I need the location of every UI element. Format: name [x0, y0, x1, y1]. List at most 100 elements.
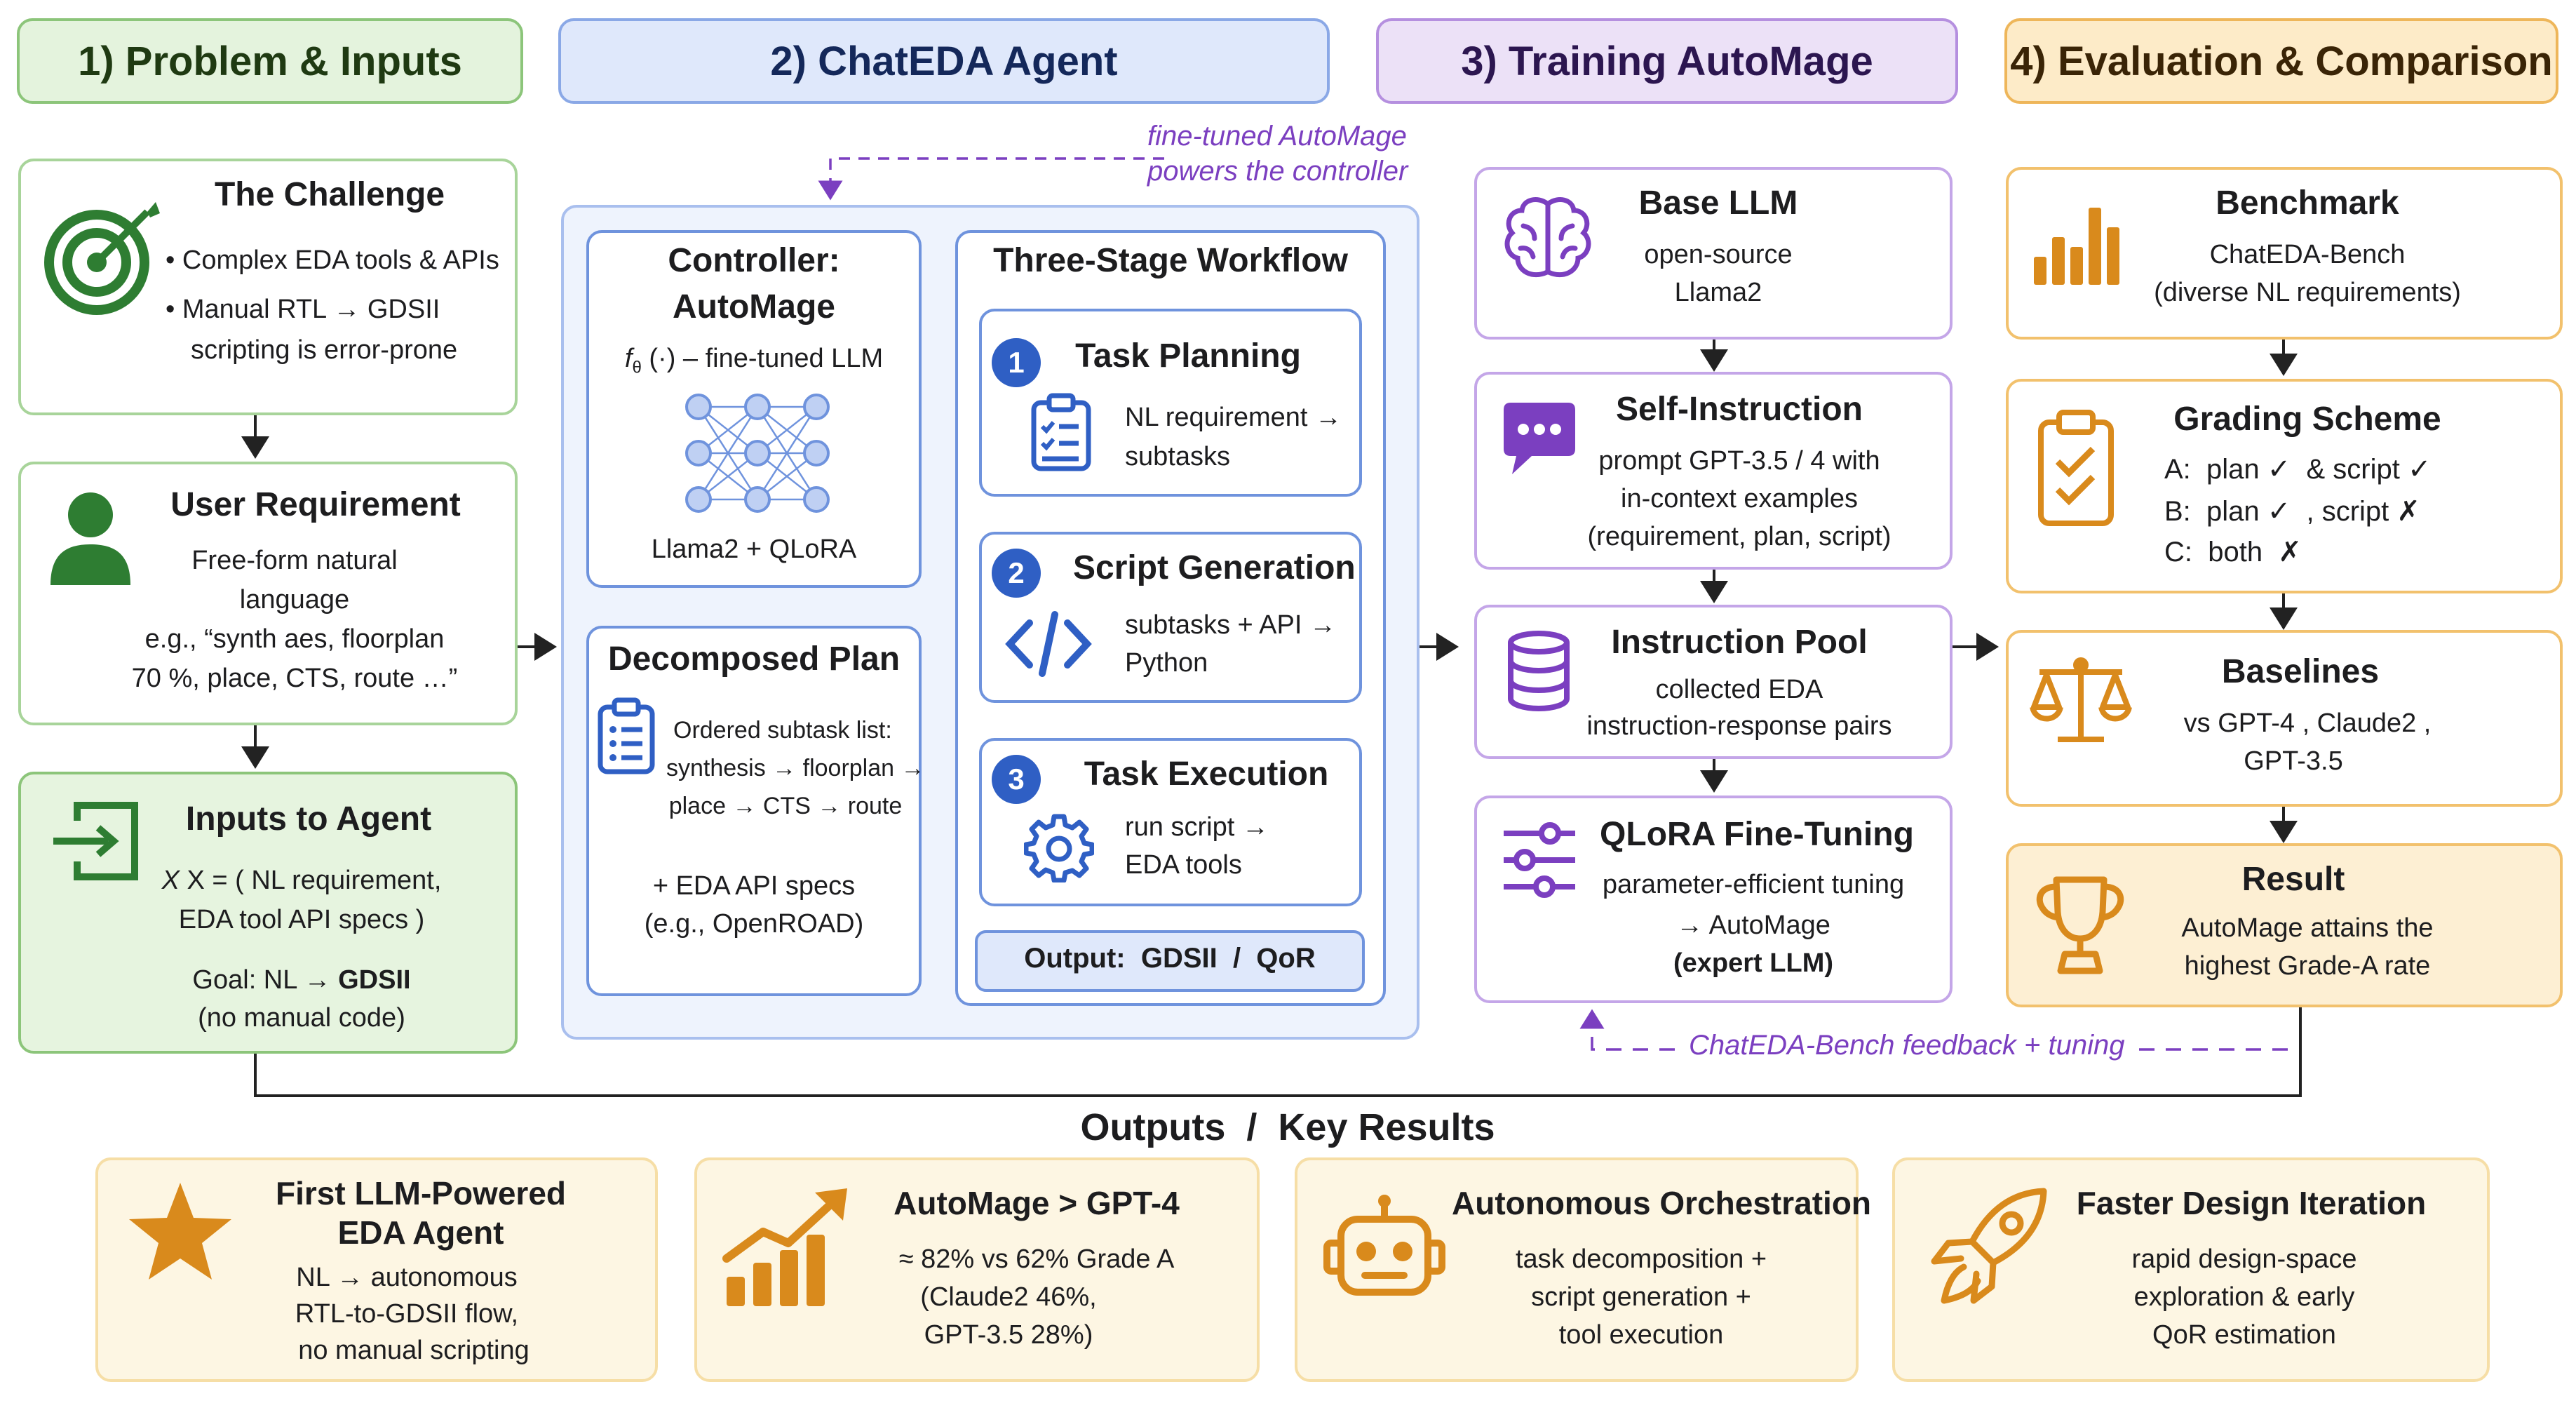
output-3-line-3: tool execution [1558, 1320, 1724, 1350]
plan-title: Decomposed Plan [607, 640, 901, 678]
stage-2-title: Script Generation [1073, 549, 1356, 586]
pool-line-1: collected EDA [1655, 675, 1823, 704]
controller-title-2: AutoMage [673, 288, 835, 325]
controller-formula: fθ (·) – fine-tuned LLM [624, 344, 884, 377]
plan-line-4: + EDA API specs [652, 871, 856, 901]
output-1-line-1: NL → autonomous [296, 1263, 518, 1292]
challenge-title: The Challenge [214, 176, 445, 213]
stage-2-line-1: subtasks + API → [1125, 610, 1336, 640]
controller-title-1: Controller: [668, 242, 840, 279]
self-line-1: prompt GPT-3.5 / 4 with [1598, 446, 1880, 476]
stage-2-badge: 2 [992, 549, 1041, 598]
grade-b: B: plan ✓ , script ✗ [2164, 496, 2420, 527]
bar-chart-icon [2034, 208, 2119, 285]
self-line-3: (requirement, plan, script) [1587, 522, 1891, 551]
grade-a: A: plan ✓ & script ✓ [2164, 454, 2432, 485]
rocket-icon [1931, 1188, 2047, 1304]
user-line-2: language [239, 585, 350, 615]
benchmark-title: Benchmark [2216, 184, 2399, 222]
workflow-title: Three-Stage Workflow [993, 242, 1348, 279]
output-1-line-2: RTL-to-GDSII flow, [295, 1299, 519, 1329]
instruction-pool-title: Instruction Pool [1611, 624, 1868, 661]
trophy-icon [2036, 876, 2124, 974]
stage-1-line-2: subtasks [1125, 442, 1230, 471]
controller-footer: Llama2 + QLoRA [651, 535, 857, 564]
plan-line-1: Ordered subtask list: [673, 717, 892, 744]
inputs-card [18, 772, 518, 1054]
feedback-label: ChatEDA-Bench feedback + tuning [1680, 1030, 2133, 1061]
result-line-2: highest Grade-A rate [2184, 951, 2431, 981]
stage-1-title: Task Planning [1075, 337, 1301, 375]
stage-3-badge: 3 [992, 755, 1041, 804]
challenge-bullet-2: • Manual RTL → GDSII [166, 295, 440, 324]
output-card-1 [95, 1157, 658, 1382]
header-training-automage: 3) Training AutoMage [1376, 18, 1958, 104]
benchmark-line-1: ChatEDA-Bench [2209, 240, 2406, 269]
growth-chart-icon [722, 1188, 847, 1306]
output-2-line-3: GPT-3.5 28%) [924, 1320, 1093, 1350]
header-problem-inputs: 1) Problem & Inputs [17, 18, 523, 104]
star-icon [129, 1183, 231, 1280]
plan-line-5: (e.g., OpenROAD) [644, 909, 864, 939]
clipboard-grading-icon [2038, 410, 2114, 526]
output-2-title: AutoMage > GPT-4 [893, 1185, 1180, 1221]
base-llm-line-2: Llama2 [1674, 278, 1762, 307]
input-icon [53, 802, 138, 880]
loop-label-2: powers the controller [1147, 156, 1408, 187]
stage-3-line-1: run script → [1125, 812, 1269, 842]
inputs-line-2: EDA tool API specs ) [178, 905, 425, 934]
inputs-line-1: X X = ( NL requirement, [161, 866, 442, 895]
challenge-bullet-2-cont: scripting is error-prone [191, 335, 458, 365]
chat-bubble-icon [1504, 403, 1575, 474]
self-line-2: in-context examples [1621, 484, 1858, 513]
outputs-title: Outputs / Key Results [1080, 1106, 1495, 1148]
scales-icon [2030, 657, 2132, 742]
qlora-line-1: parameter-efficient tuning [1602, 870, 1905, 899]
user-line-3: e.g., “synth aes, floorplan [144, 624, 445, 654]
checklist-icon [598, 697, 655, 774]
inputs-goal: Goal: NL → GDSII [192, 965, 411, 995]
output-1-line-3: no manual scripting [298, 1336, 530, 1365]
plan-line-2: synthesis → floorplan → [666, 755, 925, 781]
clipboard-check-icon [1031, 393, 1091, 471]
output-1-title-2: EDA Agent [337, 1214, 504, 1251]
qlora-title: QLoRA Fine-Tuning [1600, 816, 1914, 853]
output-4-line-3: QoR estimation [2152, 1320, 2336, 1350]
challenge-bullet-1: • Complex EDA tools & APIs [166, 246, 499, 275]
output-1-title-1: First LLM-Powered [275, 1175, 567, 1211]
robot-icon [1323, 1195, 1445, 1296]
loop-label-1: fine-tuned AutoMage [1147, 121, 1407, 152]
output-3-line-1: task decomposition + [1515, 1244, 1767, 1274]
gear-icon [1024, 814, 1094, 882]
result-title: Result [2241, 861, 2345, 898]
output-3-title: Autonomous Orchestration [1452, 1185, 1872, 1221]
baselines-title: Baselines [2221, 653, 2380, 690]
qlora-line-3: (expert LLM) [1673, 948, 1833, 978]
target-icon [44, 202, 160, 315]
header-evaluation: 4) Evaluation & Comparison [2004, 18, 2558, 104]
baselines-line-2: GPT-3.5 [2244, 746, 2343, 776]
output-4-title: Faster Design Iteration [2076, 1185, 2427, 1221]
user-line-1: Free-form natural [191, 546, 398, 575]
pool-line-2: instruction-response pairs [1586, 711, 1892, 741]
stage-2-line-2: Python [1125, 648, 1208, 678]
user-icon [50, 492, 130, 585]
self-instruction-title: Self-Instruction [1615, 391, 1863, 428]
workflow-output-text: Output: GDSII / QoR [1024, 943, 1316, 974]
inputs-title: Inputs to Agent [185, 800, 432, 838]
user-requirement-title: User Requirement [170, 486, 461, 523]
output-card-3 [1295, 1157, 1859, 1382]
grading-card [2006, 379, 2563, 593]
qlora-line-2: → AutoMage [1676, 911, 1830, 940]
result-line-1: AutoMage attains the [2181, 913, 2434, 943]
baselines-card [2006, 630, 2563, 807]
output-4-line-2: exploration & early [2133, 1282, 2355, 1312]
instruction-pool-card [1474, 605, 1953, 759]
stage-task-execution [979, 738, 1362, 906]
grade-c: C: both ✗ [2164, 537, 2302, 568]
base-llm-line-1: open-source [1644, 240, 1793, 269]
baselines-line-1: vs GPT-4 , Claude2 , [2183, 709, 2432, 738]
brain-icon [1504, 197, 1591, 278]
inputs-line-4: (no manual code) [198, 1003, 405, 1033]
